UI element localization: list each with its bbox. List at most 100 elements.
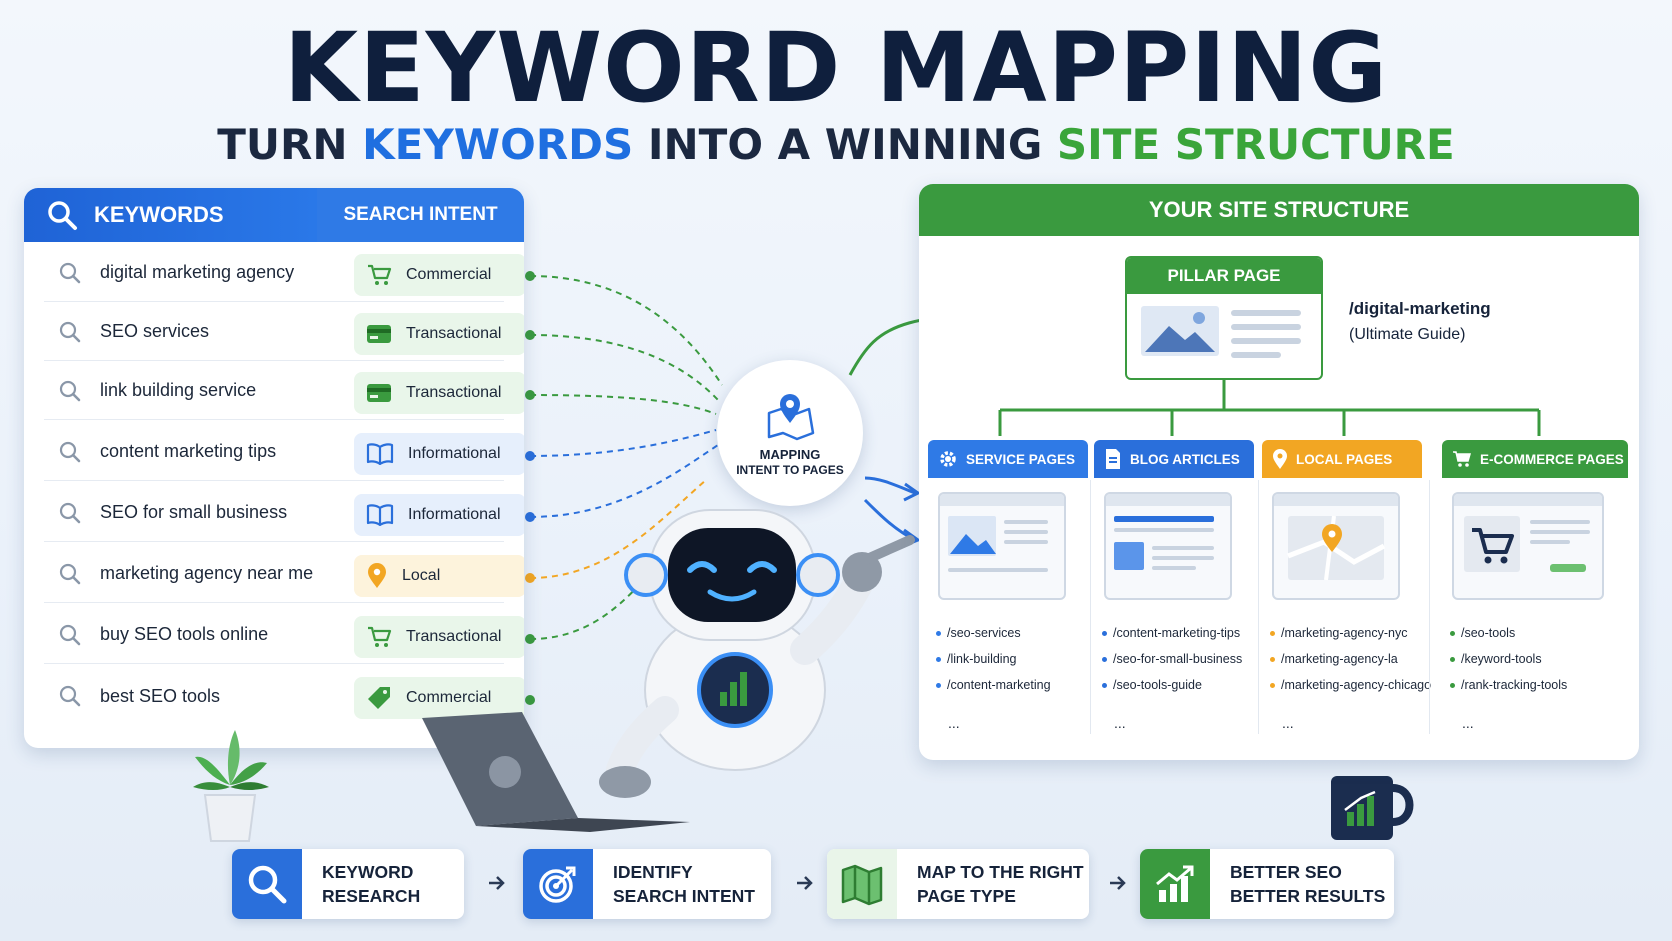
pillar-page-title: PILLAR PAGE — [1127, 258, 1321, 294]
keyword-row: SEO services Transactional — [44, 303, 524, 361]
list-item[interactable]: /rank-tracking-tools — [1450, 672, 1620, 698]
more-indicator: ... — [1462, 715, 1474, 731]
pillar-page-note: (Ultimate Guide) — [1349, 326, 1466, 343]
keyword-row: marketing agency near me Local — [44, 545, 524, 603]
ecommerce-pages-header: E-COMMERCE PAGES — [1442, 440, 1628, 478]
arrow-right-icon — [1110, 876, 1126, 890]
intent-label: Transactional — [406, 325, 502, 342]
page-preview-card — [1272, 492, 1400, 600]
keyword-text: SEO services — [100, 321, 210, 341]
credit-card-icon — [367, 325, 391, 343]
laptop-illustration — [422, 712, 690, 832]
site-structure-header: YOUR SITE STRUCTURE — [919, 184, 1639, 236]
list-item[interactable]: /content-marketing — [936, 672, 1106, 698]
intent-badge: Commercial — [354, 254, 524, 296]
mapping-badge: MAPPING INTENT TO PAGES — [717, 360, 863, 506]
local-pages-list: /marketing-agency-nyc /marketing-agency-… — [1270, 620, 1440, 698]
tree-connector — [998, 380, 1541, 436]
keyword-row: SEO for small business Informational — [44, 484, 524, 542]
list-item[interactable]: /seo-tools-guide — [1102, 672, 1272, 698]
list-item[interactable]: /content-marketing-tips — [1102, 620, 1272, 646]
search-icon — [59, 563, 81, 584]
intent-label: Local — [402, 567, 441, 584]
intent-label: Transactional — [406, 384, 502, 401]
list-item[interactable]: /seo-for-small-business — [1102, 646, 1272, 672]
intent-label: Transactional — [406, 628, 502, 645]
search-icon — [59, 441, 81, 462]
keyword-text: marketing agency near me — [100, 563, 314, 583]
blog-articles-title: BLOG ARTICLES — [1130, 451, 1240, 467]
column-divider — [1090, 480, 1091, 734]
list-item[interactable]: /seo-tools — [1450, 620, 1620, 646]
search-icon — [59, 624, 81, 645]
keywords-panel-header: KEYWORDS SEARCH INTENT — [24, 188, 524, 242]
keyword-row: best SEO tools Commercial — [44, 667, 524, 725]
book-icon — [366, 504, 394, 526]
more-indicator: ... — [1114, 715, 1126, 731]
mapping-label-line-1: MAPPING — [759, 447, 821, 462]
product-layout-icon — [1464, 516, 1590, 572]
keyword-row: content marketing tips Informational — [44, 423, 524, 481]
search-icon — [59, 685, 81, 707]
page-preview-icon — [1141, 306, 1301, 358]
article-layout-icon — [1114, 516, 1214, 570]
page-preview-card — [938, 492, 1066, 600]
ecommerce-pages-title: E-COMMERCE PAGES — [1480, 451, 1624, 467]
list-item[interactable]: /seo-services — [936, 620, 1106, 646]
cart-icon — [368, 626, 392, 647]
list-item[interactable]: /keyword-tools — [1450, 646, 1620, 672]
intent-badge: Transactional — [354, 313, 524, 355]
search-intent-header-label: SEARCH INTENT — [317, 188, 524, 242]
intent-label: Informational — [408, 445, 501, 462]
intent-badge: Informational — [354, 494, 524, 536]
robot-illustration — [422, 509, 915, 832]
keyword-text: digital marketing agency — [100, 262, 295, 282]
pillar-page-url: /digital-marketing — [1349, 299, 1491, 318]
more-indicator: ... — [1282, 715, 1294, 731]
keyword-row: buy SEO tools online Transactional — [44, 606, 524, 664]
map-pin-icon — [1273, 449, 1287, 469]
subtitle-part-3: INTO A WINNING — [633, 120, 1057, 169]
list-item[interactable]: /marketing-agency-la — [1270, 646, 1440, 672]
list-item[interactable]: /link-building — [936, 646, 1106, 672]
page-title: KEYWORD MAPPING — [283, 12, 1389, 124]
target-icon — [523, 849, 593, 919]
local-pages-column: LOCAL PAGES /marketing-agency-nyc /marke… — [1262, 440, 1431, 740]
book-icon — [366, 443, 394, 465]
keyword-text: best SEO tools — [100, 685, 221, 706]
map-icon — [1287, 515, 1386, 581]
mapping-label-line-2: INTENT TO PAGES — [736, 463, 844, 477]
growth-chart-icon — [1140, 849, 1210, 919]
intent-badge: Commercial — [354, 677, 524, 719]
search-icon — [232, 849, 302, 919]
column-divider — [1258, 480, 1259, 734]
list-item[interactable]: /marketing-agency-chicago — [1270, 672, 1440, 698]
page-preview-card — [1452, 492, 1604, 600]
intent-label: Commercial — [406, 689, 492, 706]
search-icon — [59, 502, 81, 523]
column-divider — [1429, 480, 1430, 734]
plant-illustration — [193, 730, 269, 842]
subtitle-part-1: TURN — [217, 120, 363, 169]
keyword-text: link building service — [100, 380, 257, 400]
blog-articles-list: /content-marketing-tips /seo-for-small-b… — [1102, 620, 1272, 698]
keyword-text: SEO for small business — [100, 502, 288, 522]
ecommerce-pages-list: /seo-tools /keyword-tools /rank-tracking… — [1450, 620, 1620, 698]
map-pin-icon — [767, 394, 815, 441]
blog-articles-column: BLOG ARTICLES /content-marketing-tips /s… — [1094, 440, 1254, 740]
more-indicator: ... — [948, 715, 960, 731]
ecommerce-pages-column: E-COMMERCE PAGES /seo-tools /keyword-too… — [1442, 440, 1628, 740]
service-pages-title: SERVICE PAGES — [966, 451, 1076, 467]
intent-badge: Informational — [354, 433, 524, 475]
service-pages-column: SERVICE PAGES /seo-services /link-buildi… — [928, 440, 1088, 740]
list-item[interactable]: /marketing-agency-nyc — [1270, 620, 1440, 646]
intent-badge: Local — [354, 555, 524, 597]
cart-icon — [1453, 451, 1471, 467]
map-pin-icon — [368, 563, 386, 588]
search-icon — [59, 321, 81, 342]
search-icon — [48, 201, 77, 230]
keywords-header-label: KEYWORDS — [94, 202, 224, 227]
